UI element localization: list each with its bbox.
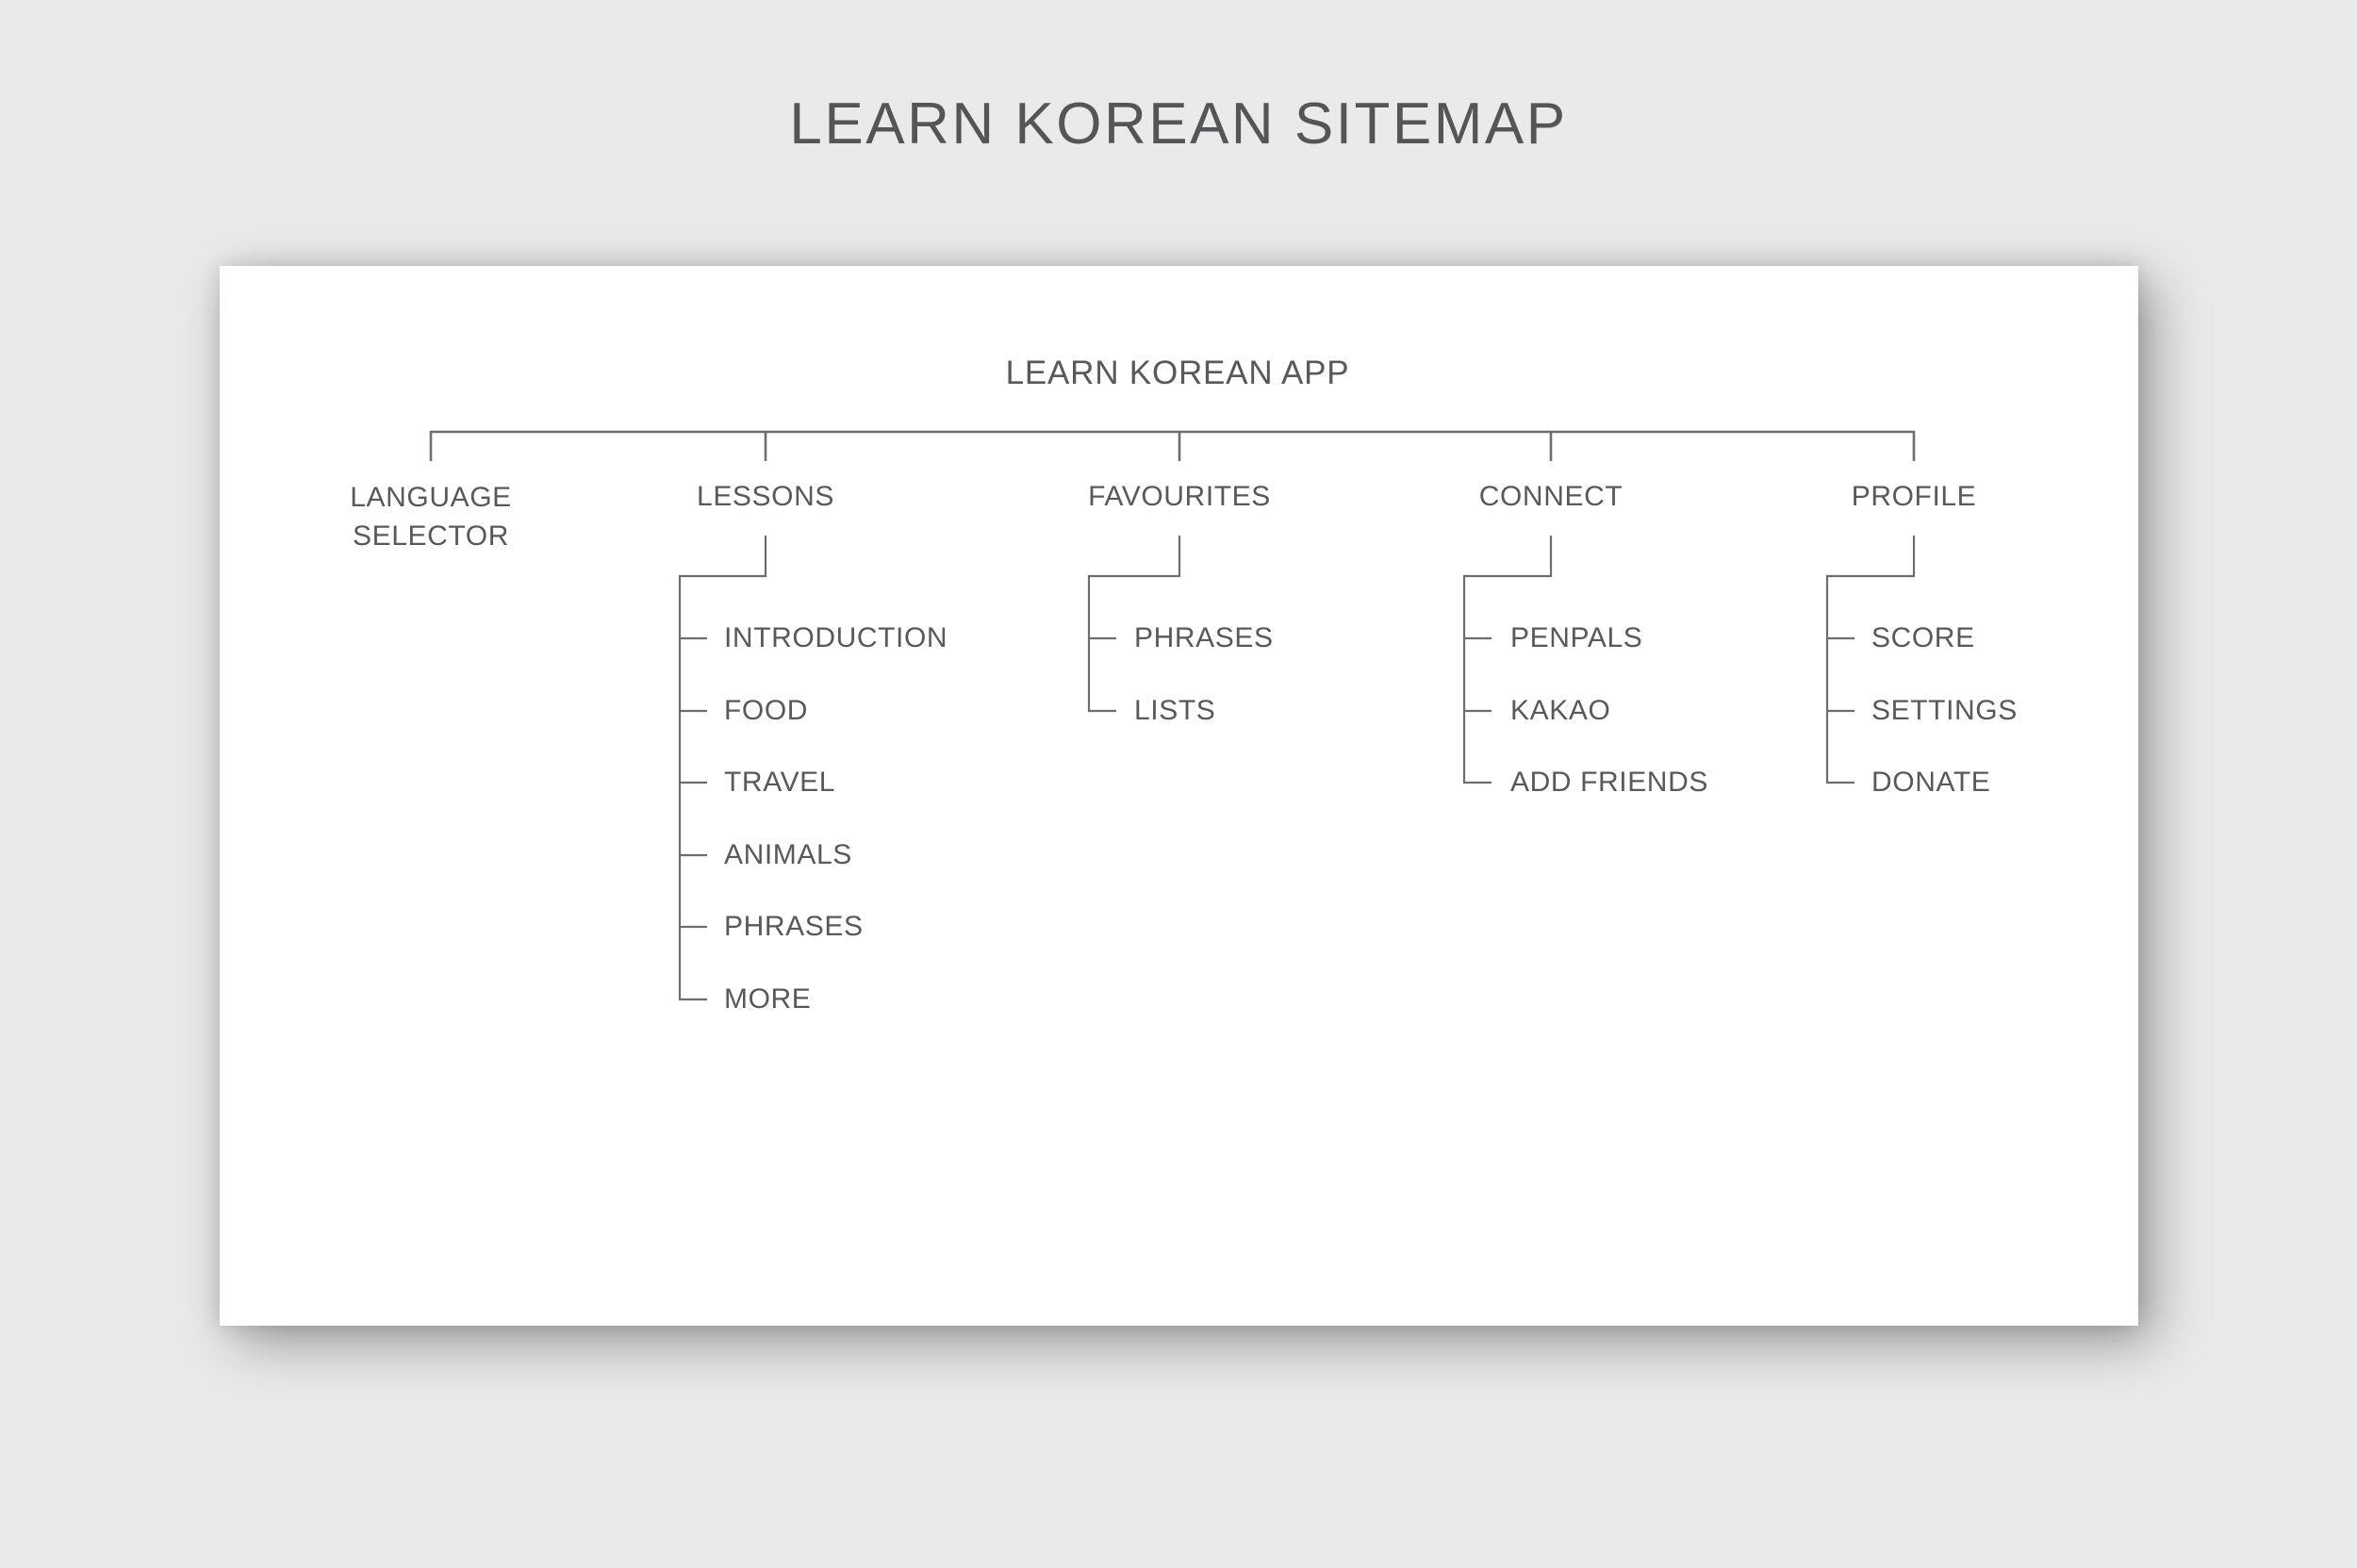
node-profile: PROFILE [1851, 481, 1977, 512]
node-connect: CONNECT [1478, 481, 1624, 512]
tree-connectors [429, 430, 1916, 1001]
tree-leaf: FOOD [724, 695, 809, 726]
tree-leaf: MORE [724, 983, 812, 1015]
sitemap-card: LEARN KOREAN APP LANGUAGE SELECTOR LESSO… [220, 266, 2138, 1326]
node-lessons: LESSONS [697, 481, 834, 512]
tree-leaf: PHRASES [1134, 622, 1274, 653]
root-node: LEARN KOREAN APP [1005, 355, 1350, 391]
tree-leaf: DONATE [1871, 767, 1991, 798]
tree-leaf: TRAVEL [724, 767, 836, 798]
node-language-selector: LANGUAGE SELECTOR [350, 478, 512, 555]
node-favourites: FAVOURITES [1088, 481, 1271, 512]
tree-leaf: ADD FRIENDS [1510, 767, 1708, 798]
bus-connector-path [429, 430, 1916, 461]
node-language-selector-line2: SELECTOR [353, 520, 509, 552]
tree-leaf: KAKAO [1510, 695, 1611, 726]
tree-leaf: SCORE [1871, 622, 1975, 653]
page-title: LEARN KOREAN SITEMAP [789, 91, 1568, 157]
branch-connector-path [678, 536, 1916, 1001]
tree-leaf: INTRODUCTION [724, 622, 948, 653]
tree-leaf: SETTINGS [1871, 695, 2018, 726]
tree-leaf: PENPALS [1510, 622, 1643, 653]
tree-leaf: PHRASES [724, 911, 864, 942]
node-language-selector-line1: LANGUAGE [350, 482, 512, 513]
tree-leaf: ANIMALS [724, 839, 852, 870]
tree-leaf: LISTS [1134, 695, 1216, 726]
